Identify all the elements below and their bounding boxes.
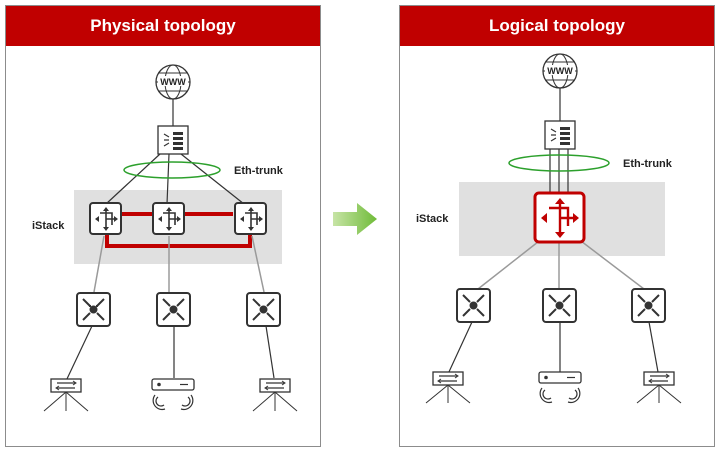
www-globe-icon: WWW [155,64,191,100]
svg-text:WWW: WWW [547,66,573,76]
logical-topology-title: Logical topology [400,6,714,46]
logical-core-switch-icon [533,191,586,244]
access-switch-icon [246,292,281,327]
wireless-ap-icon [538,371,582,404]
access-switch-icon [456,288,491,323]
svg-text:WWW: WWW [160,77,186,87]
router-icon [157,125,189,155]
core-switch-icon [152,202,185,235]
switch-icon [50,378,82,393]
logical-eth-trunk-label: Eth-trunk [623,158,672,170]
access-switch-icon [156,292,191,327]
physical-eth-trunk-label: Eth-trunk [234,165,283,177]
switch-icon [643,371,675,386]
www-globe-icon: WWW [542,53,578,89]
logical-topology-diagram: WWW [425,53,682,404]
logical-topology-panel: Logical topology WWW [399,5,715,447]
wireless-ap-icon [151,378,195,411]
physical-topology-panel: Physical topology [5,5,321,447]
physical-stack-links [105,212,252,248]
access-switch-icon [542,288,577,323]
access-switch-icon [76,292,111,327]
access-switch-icon [631,288,666,323]
physical-istack-label: iStack [32,220,65,232]
router-icon [544,120,576,150]
physical-eth-trunk-ring [123,161,221,179]
logical-eth-trunk-ring [508,154,610,172]
switch-icon [259,378,291,393]
physical-topology-title: Physical topology [6,6,320,46]
physical-topology-diagram: WWW [43,64,298,412]
logical-istack-label: iStack [416,213,449,225]
transition-arrow-icon [333,203,377,235]
logical-trunk-links [549,148,569,196]
core-switch-icon [89,202,122,235]
core-switch-icon [234,202,267,235]
switch-icon [432,371,464,386]
